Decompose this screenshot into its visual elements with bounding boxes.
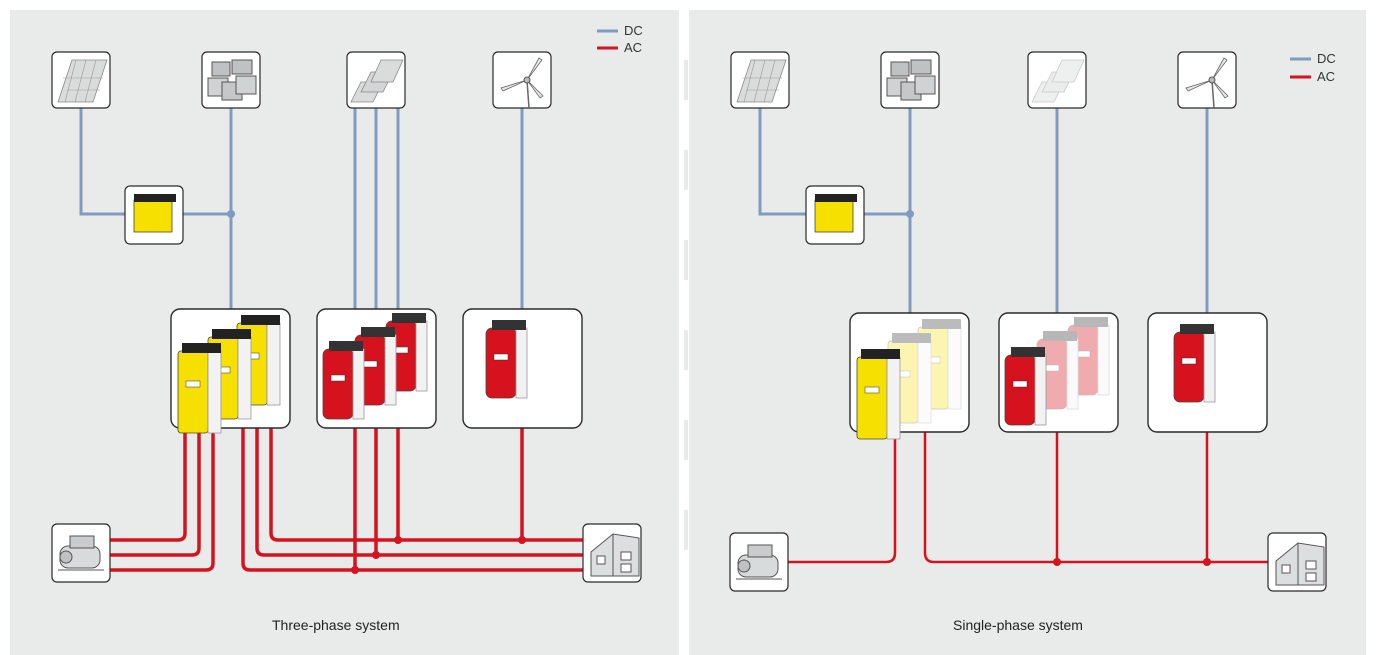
battery-icon: [880, 51, 940, 109]
junction: [372, 551, 380, 559]
junction: [1053, 558, 1061, 566]
ac-line: [241, 428, 583, 572]
red-inverter-single: [462, 308, 583, 429]
yellow-inverter-cluster: [170, 308, 291, 434]
red-inverter-single: [1147, 312, 1268, 433]
red-inverter-cluster: [316, 308, 437, 429]
red-inverter-single-phase: [998, 312, 1119, 433]
junction: [227, 210, 235, 218]
charge-inverter: [805, 185, 865, 245]
yellow-inverter-single-phase: [849, 312, 970, 440]
solar-panel-icon: [51, 51, 111, 109]
wind-turbine-icon: [492, 51, 552, 109]
generator-icon: [729, 532, 789, 592]
panel-divider: [681, 10, 688, 655]
ac-line: [269, 428, 583, 542]
house-icon: [1267, 532, 1327, 592]
junction: [1203, 558, 1211, 566]
ac-line: [255, 428, 583, 557]
ac-line: [110, 428, 201, 557]
junction: [906, 210, 914, 218]
ac-line: [110, 428, 187, 542]
junction: [518, 536, 526, 544]
battery-icon: [201, 51, 261, 109]
charge-inverter: [124, 185, 184, 245]
ac-line: [788, 432, 897, 564]
solar-array-icon: [1027, 51, 1087, 109]
solar-panel-icon: [730, 51, 790, 109]
solar-array-icon: [346, 51, 406, 109]
dc-legend-label: DC: [624, 23, 643, 38]
three-phase-caption: Three-phase system: [272, 617, 400, 633]
ac-legend-label: AC: [1317, 69, 1336, 84]
house-icon: [582, 523, 642, 583]
single-phase-caption: Single-phase system: [953, 617, 1083, 633]
dc-line: [758, 108, 808, 216]
ac-line: [923, 432, 1268, 564]
junction: [394, 536, 402, 544]
junction: [351, 566, 359, 574]
ac-legend-label: AC: [624, 40, 643, 55]
ac-line: [110, 428, 215, 572]
dc-legend-label: DC: [1317, 51, 1336, 66]
wind-turbine-icon: [1177, 51, 1237, 109]
generator-icon: [51, 523, 111, 583]
